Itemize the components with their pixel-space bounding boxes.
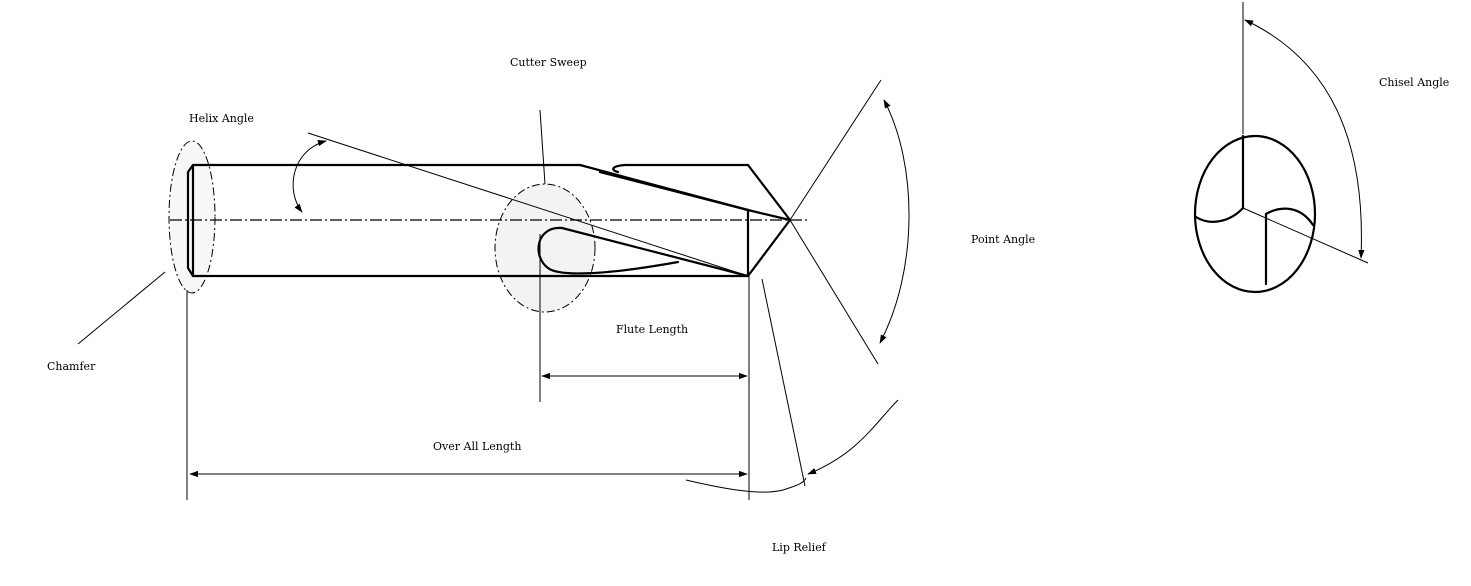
over-all-length-label: Over All Length bbox=[433, 440, 521, 453]
cutter-sweep-leader bbox=[539, 109, 546, 185]
point-angle-label: Point Angle bbox=[971, 233, 1035, 246]
helix-angle-label: Helix Angle bbox=[189, 112, 254, 125]
flute-length-label: Flute Length bbox=[616, 323, 688, 336]
lip-relief-line bbox=[761, 278, 806, 487]
point-angle-line-1 bbox=[789, 79, 882, 221]
drill-end-view bbox=[1193, 2, 1369, 294]
cutter-sweep-label: Cutter Sweep bbox=[510, 56, 587, 69]
chamfer-leader bbox=[77, 271, 166, 345]
cutter-sweep-circle bbox=[494, 183, 596, 313]
chisel-angle-arc bbox=[1244, 19, 1365, 259]
lip-relief-label: Lip Relief bbox=[772, 541, 827, 554]
drill-body bbox=[186, 163, 792, 278]
chisel-angle-label: Chisel Angle bbox=[1379, 76, 1449, 89]
point-angle-arc bbox=[879, 99, 910, 344]
helix-line bbox=[307, 132, 749, 277]
chamfer-label: Chamfer bbox=[47, 360, 96, 373]
point-angle-line-2 bbox=[789, 219, 879, 365]
lip-relief-curve bbox=[685, 477, 807, 493]
helix-angle-arc bbox=[292, 140, 327, 213]
lip-relief-arc bbox=[807, 399, 899, 475]
